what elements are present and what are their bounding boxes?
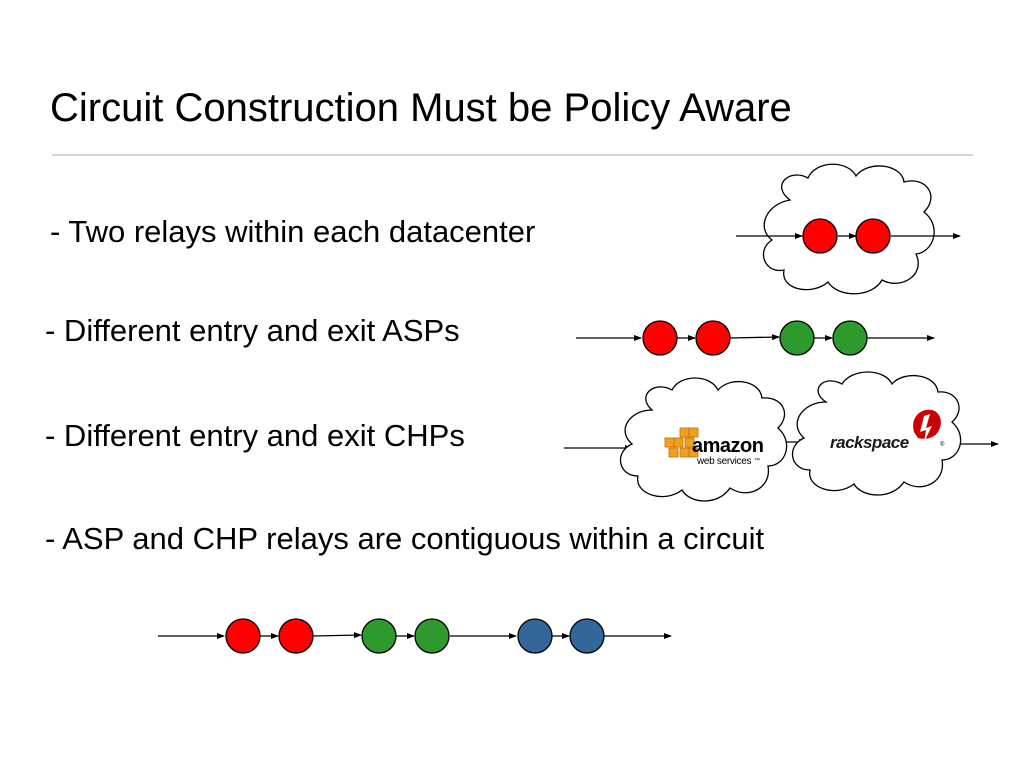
relay-node-blue <box>517 618 553 654</box>
relay-node-red <box>855 218 891 254</box>
relay-node-green <box>414 618 450 654</box>
asp-diagram <box>576 320 935 356</box>
relay-node-red <box>802 218 838 254</box>
bullet-different-asps: - Different entry and exit ASPs <box>45 313 460 348</box>
arrow-between <box>312 632 362 639</box>
rackspace-logo: rackspace ® <box>830 409 945 452</box>
relay-node-red <box>695 320 731 356</box>
contiguous-diagram <box>158 618 672 654</box>
relay-node-red <box>225 618 261 654</box>
bullet-contiguous-relays: - ASP and CHP relays are contiguous with… <box>45 521 765 556</box>
rackspace-wordmark: rackspace <box>830 433 909 452</box>
amazon-web-services-logo: amazon web services ™ <box>664 427 764 467</box>
relay-node-green <box>832 320 868 356</box>
arrow-between <box>729 334 780 341</box>
rackspace-registered: ® <box>940 441 945 448</box>
amazon-cubes-icon <box>664 427 699 458</box>
datacenter-diagram <box>736 163 961 295</box>
relay-node-blue <box>569 618 605 654</box>
slide-title: Circuit Construction Must be Policy Awar… <box>50 86 792 130</box>
amazon-wordmark: amazon <box>692 435 763 457</box>
relay-node-green <box>361 618 397 654</box>
rackspace-cloud <box>791 371 962 496</box>
relay-node-red <box>278 618 314 654</box>
amazon-trademark: ™ <box>754 457 760 464</box>
relay-node-red <box>642 320 678 356</box>
amazon-cloud <box>619 377 788 502</box>
relay-node-green <box>779 320 815 356</box>
rackspace-emblem-icon <box>913 409 941 442</box>
bullet-different-chps: - Different entry and exit CHPs <box>45 418 465 453</box>
bullet-two-relays: - Two relays within each datacenter <box>50 214 536 249</box>
title-divider <box>52 154 973 156</box>
datacenter-cloud <box>762 163 935 295</box>
chp-diagram: amazon web services ™ rackspace ® <box>564 371 999 502</box>
web-services-label: web services <box>696 456 751 467</box>
